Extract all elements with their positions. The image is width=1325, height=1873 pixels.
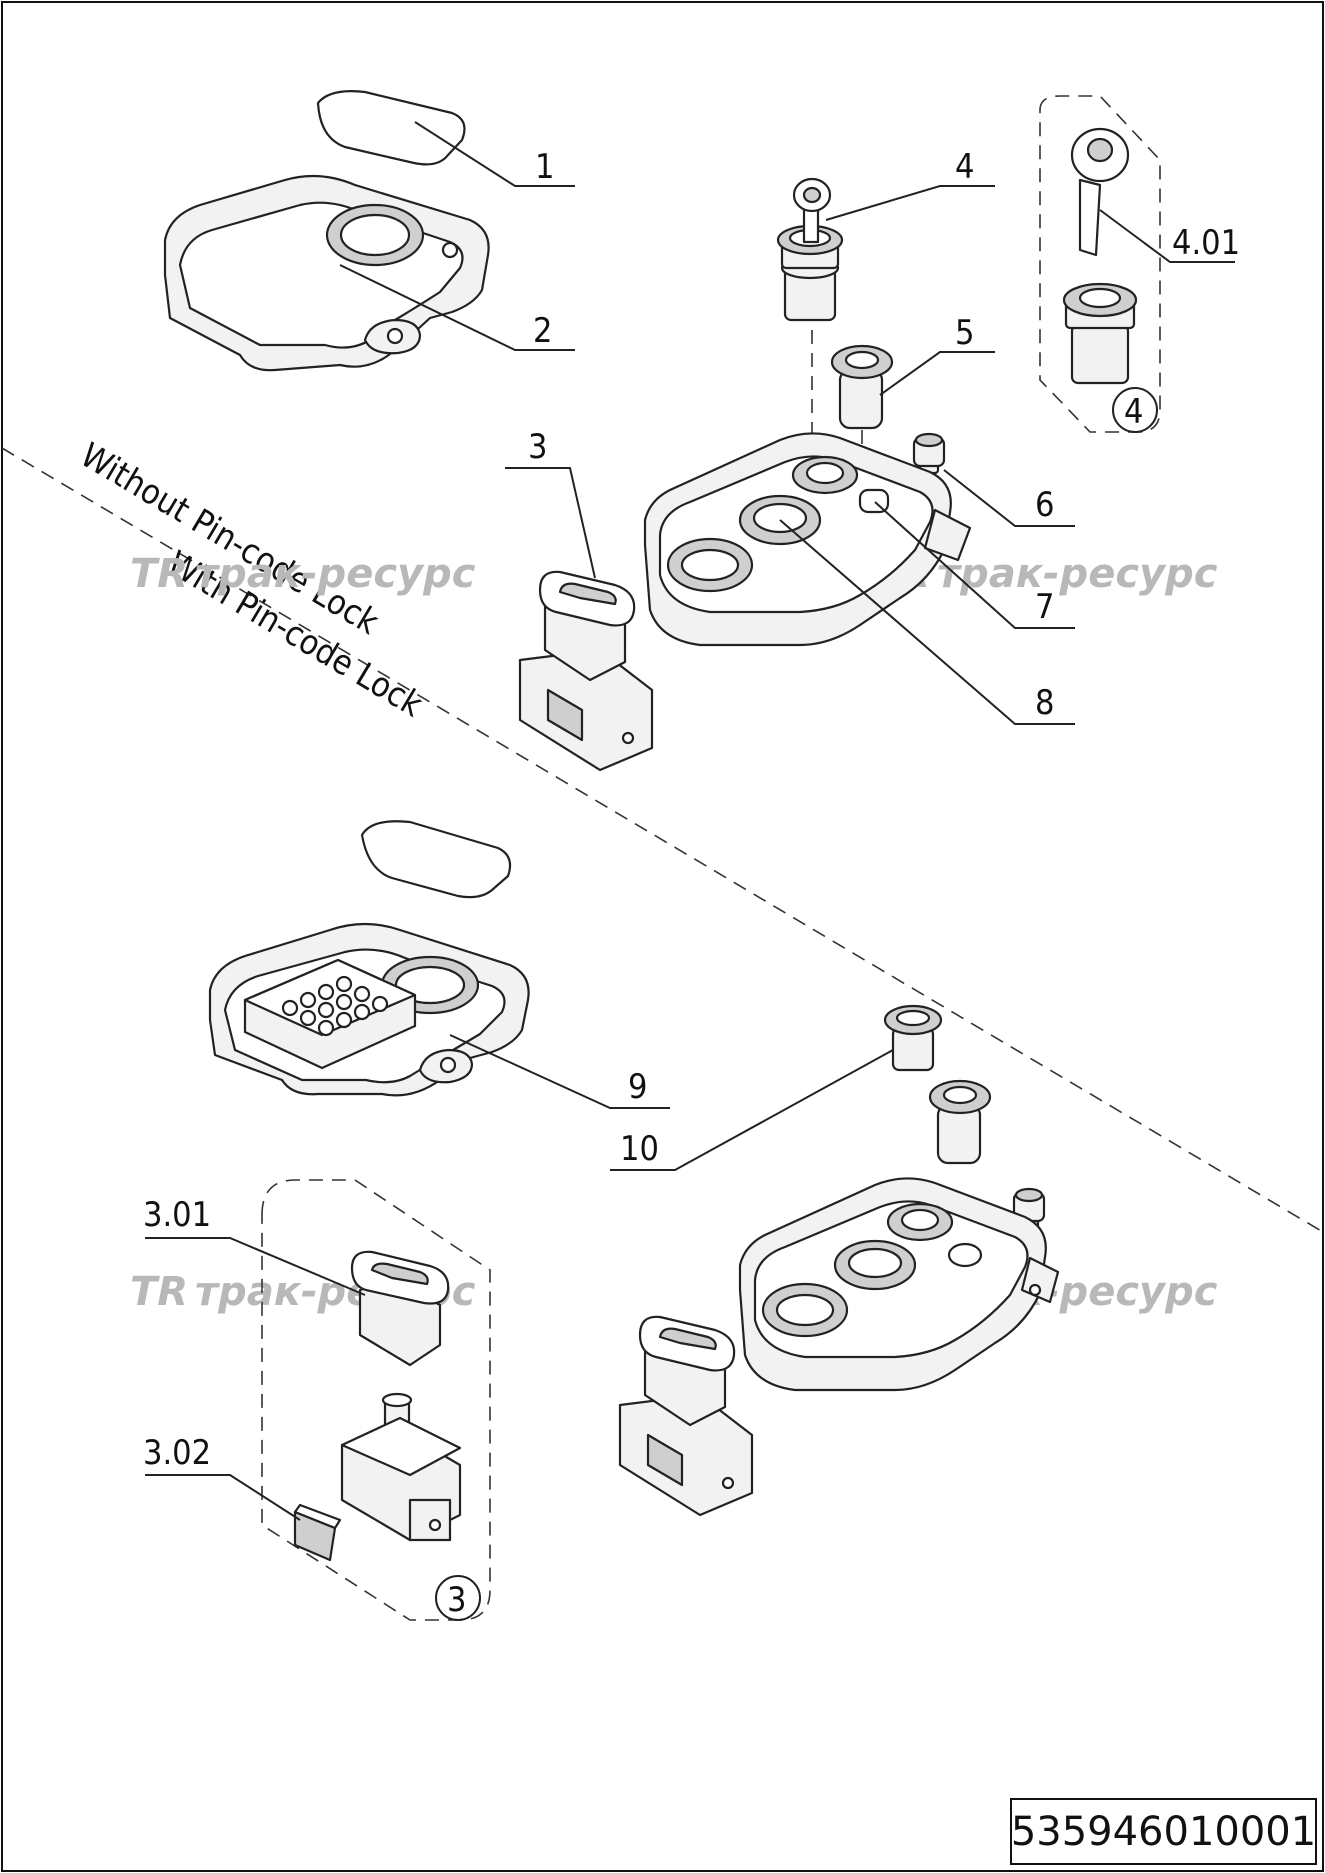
callout-9: 9 xyxy=(449,1034,670,1109)
keypad-keys xyxy=(281,975,389,1037)
part-4-key-lock xyxy=(776,177,844,322)
svg-text:4.01: 4.01 xyxy=(1172,223,1240,263)
callout-3: 3 xyxy=(505,427,596,579)
callout-10: 10 xyxy=(610,1049,894,1171)
document-number: 535946010001 xyxy=(1010,1798,1317,1865)
part-3-02-insert xyxy=(293,1503,342,1562)
callout-4-01: 4.01 xyxy=(1099,209,1240,263)
callout-3-group: 3 xyxy=(435,1575,481,1621)
svg-text:TR: TR xyxy=(130,551,188,597)
part-3-switch xyxy=(518,570,654,772)
svg-text:трак-ресурс: трак-ресурс xyxy=(937,551,1218,597)
part-5-socket xyxy=(830,344,894,430)
part-3-group-outline xyxy=(261,1179,491,1621)
bottom-base-housing xyxy=(738,1177,1060,1392)
svg-text:5: 5 xyxy=(955,313,974,353)
section-divider-line xyxy=(1,447,1324,1233)
pin-code-cover-plate xyxy=(360,820,512,899)
part-9-pincode-housing xyxy=(208,922,530,1097)
svg-text:2: 2 xyxy=(533,311,552,351)
part-4-01-key xyxy=(1070,127,1130,257)
part-3-01-switch-cap xyxy=(350,1250,450,1367)
callout-3-02: 3.02 xyxy=(143,1433,301,1521)
part-10-small-socket xyxy=(883,1004,943,1072)
svg-text:4: 4 xyxy=(1124,392,1143,432)
svg-text:3: 3 xyxy=(447,1580,466,1620)
svg-text:3.01: 3.01 xyxy=(143,1195,211,1235)
svg-text:3: 3 xyxy=(528,427,547,467)
part-2-housing-frame xyxy=(163,174,490,372)
svg-text:трак-ресурс: трак-ресурс xyxy=(195,551,476,597)
callout-1: 1 xyxy=(414,121,575,187)
svg-text:10: 10 xyxy=(620,1129,659,1169)
callout-8: 8 xyxy=(779,519,1075,725)
svg-text:3.02: 3.02 xyxy=(143,1433,211,1473)
watermark-1: TR трак-ресурс xyxy=(130,551,476,597)
callout-6: 6 xyxy=(943,469,1075,527)
part-1-cover-plate xyxy=(316,90,466,166)
callout-7: 7 xyxy=(874,501,1075,629)
callout-4-group: 4 xyxy=(1112,387,1158,433)
bottom-socket xyxy=(928,1079,992,1165)
part-3-switch-body xyxy=(340,1392,462,1542)
svg-text:9: 9 xyxy=(628,1067,647,1107)
callout-4: 4 xyxy=(825,147,995,221)
callout-2: 2 xyxy=(339,264,575,351)
callout-3-01: 3.01 xyxy=(143,1195,366,1296)
svg-text:1: 1 xyxy=(535,147,554,187)
svg-text:7: 7 xyxy=(1035,587,1054,627)
part-6-screw xyxy=(912,432,946,475)
svg-text:6: 6 xyxy=(1035,485,1054,525)
svg-text:TR: TR xyxy=(130,1269,188,1315)
bottom-switch xyxy=(618,1315,754,1517)
svg-text:4: 4 xyxy=(955,147,974,187)
part-4-cylinder xyxy=(1062,282,1138,385)
svg-text:8: 8 xyxy=(1035,683,1054,723)
callout-5: 5 xyxy=(879,313,995,396)
